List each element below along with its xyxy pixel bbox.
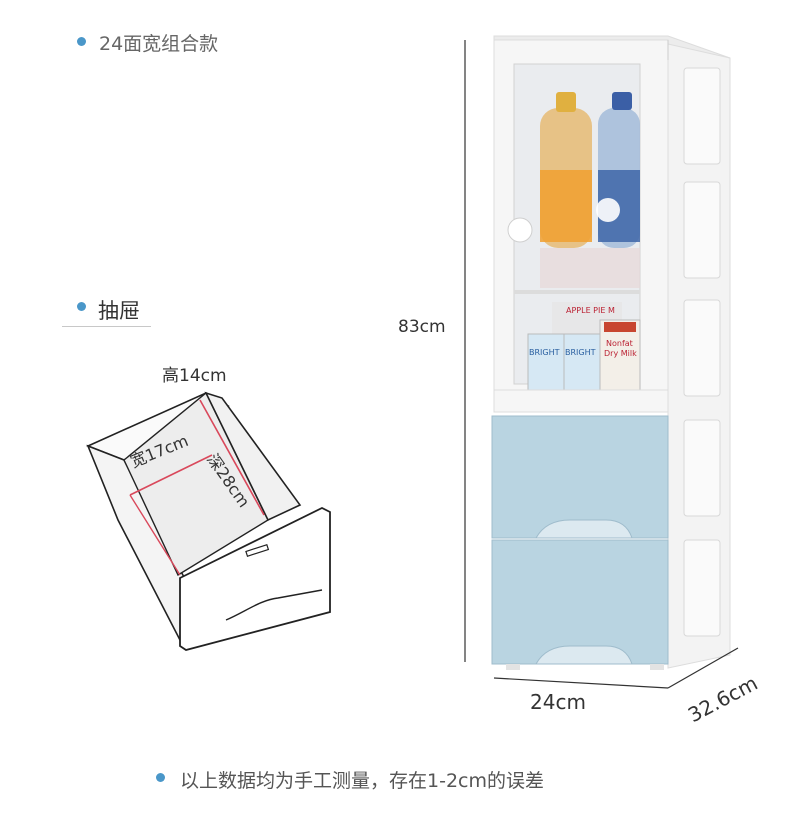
- header-bullet-icon: [77, 37, 86, 46]
- width-measure-line: [129, 454, 213, 496]
- carton-label-bright-2: BRIGHT: [565, 348, 596, 357]
- header-title: 24面宽组合款: [99, 33, 219, 55]
- drawer-height-label: 高14cm: [162, 366, 227, 386]
- depth-dimension-line: [667, 647, 739, 689]
- footnote-bullet-icon: [156, 773, 165, 782]
- drawer-section-title: 抽屉: [98, 299, 140, 323]
- carton-label-nonfat: Nonfat: [606, 339, 633, 348]
- footnote-text: 以上数据均为手工测量，存在1-2cm的误差: [180, 770, 544, 792]
- carton-label-dry-milk: Dry Milk: [604, 349, 637, 358]
- cabinet-width-label: 24cm: [530, 690, 586, 714]
- drawer-bullet-icon: [77, 302, 86, 311]
- depth-measure-line: [199, 399, 265, 516]
- width-dimension-line: [493, 677, 669, 689]
- cabinet-height-label: 83cm: [398, 317, 446, 337]
- carton-label-apple: APPLE PIE M: [566, 306, 615, 315]
- drawer-title-underline: [62, 326, 151, 327]
- carton-label-bright-1: BRIGHT: [529, 348, 560, 357]
